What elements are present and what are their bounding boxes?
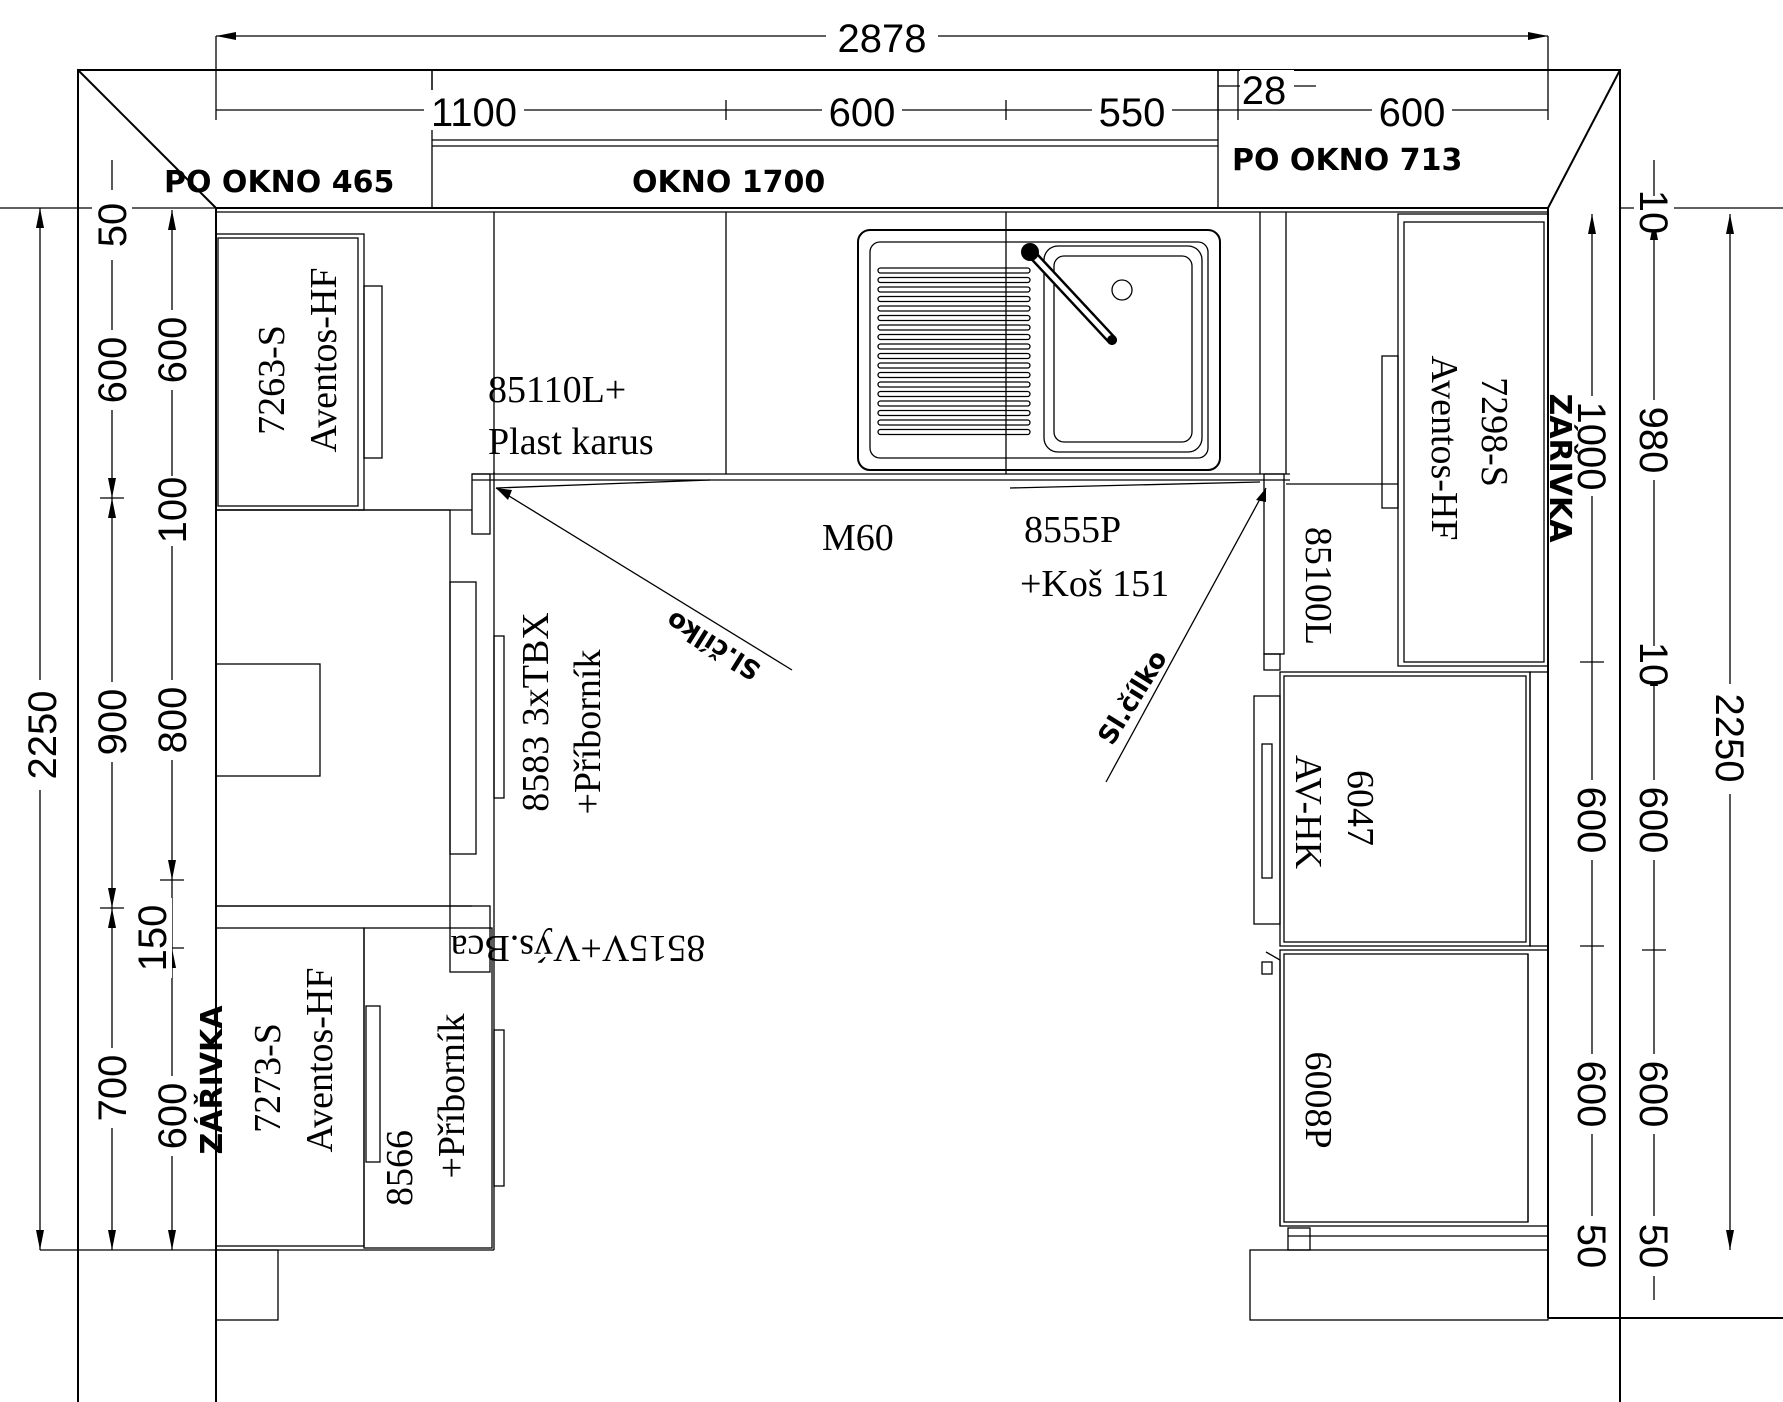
sink-ridge (877, 333, 1031, 341)
label-7298-line2: Aventos-HF (1423, 355, 1465, 540)
dim-100-left: 100 (151, 477, 195, 544)
label-8555-line2: +Koš 151 (1020, 563, 1169, 605)
label-zarivka-right: ZÁŘIVKA (1542, 394, 1578, 544)
dim-28: 28 (1242, 69, 1287, 113)
label-8566-line1: 8566 (379, 1130, 421, 1206)
label-zarivka-left: ZÁŘIVKA (194, 1005, 230, 1155)
label-6047-line2: AV-HK (1287, 755, 1329, 870)
sink-ridge (877, 305, 1031, 312)
left-dimensions (0, 160, 216, 1251)
dim-2250-right: 2250 (1707, 694, 1751, 783)
leader-right (1105, 487, 1267, 783)
sink-ridge (877, 343, 1031, 350)
label-m60: M60 (822, 517, 894, 559)
dim-600-right-b: 600 (1631, 787, 1675, 854)
dim-50-right-a: 50 (1569, 1224, 1613, 1269)
label-85110-line1: 85110L+ (488, 369, 626, 411)
label-8566-line2: +Příborník (431, 1014, 473, 1179)
dim-50-left: 50 (91, 203, 135, 248)
dim-600-right-a: 600 (1569, 787, 1613, 854)
label-6008: 6008P (1297, 1051, 1339, 1148)
label-6047-line1: 6047 (1339, 770, 1381, 846)
dim-980-right: 980 (1631, 407, 1675, 474)
label-8515: 8515V+Výs.Bca (451, 927, 706, 969)
sink-ridge (877, 324, 1031, 331)
window-po-okno-713: PO OKNO 713 (1232, 143, 1462, 178)
dim-1100: 1100 (431, 91, 517, 135)
dim-800-left: 800 (151, 687, 195, 754)
label-8583-line1: 8583 3xTBX (515, 612, 557, 812)
dim-600-left-b: 600 (151, 317, 195, 384)
window-okno-1700: OKNO 1700 (632, 165, 825, 200)
label-7273-line1: 7273-S (247, 1023, 289, 1133)
window-po-okno-465: PO OKNO 465 (164, 165, 394, 200)
dim-2250-left: 2250 (21, 691, 65, 780)
sink-ridge (877, 390, 1031, 398)
leader-left (495, 487, 793, 671)
sink-ridge (877, 400, 1031, 407)
dim-700-left: 700 (91, 1055, 135, 1122)
dim-600-right-d: 600 (1631, 1061, 1675, 1128)
sink (857, 229, 1221, 471)
top-dimensions: 2878 1100 600 550 28 600 (215, 16, 1549, 135)
sink-ridge (877, 371, 1031, 379)
right-cabinets (1253, 213, 1549, 1251)
sink-ridge (877, 409, 1031, 417)
left-cabinets (215, 233, 505, 1251)
top-counter (216, 211, 1548, 489)
sink-ridge (877, 286, 1031, 293)
label-7298-line1: 7298-S (1473, 377, 1515, 487)
dim-1000-right: 1000 (1569, 402, 1613, 491)
label-85100: 85100L (1297, 527, 1339, 645)
sink-ridge (877, 419, 1031, 426)
dim-2878: 2878 (838, 17, 927, 61)
sink-ridge (877, 314, 1031, 322)
dim-900-left: 900 (91, 689, 135, 756)
sink-ridge (877, 295, 1031, 303)
dim-600-left-a: 600 (91, 337, 135, 404)
label-8555-line1: 8555P (1024, 509, 1121, 551)
label-7273-line2: Aventos-HF (299, 967, 341, 1152)
right-dimensions (1572, 160, 1750, 1300)
dim-600-top-b: 600 (1379, 91, 1446, 135)
dim-10-right-b: 10 (1631, 642, 1675, 687)
dim-550: 550 (1099, 91, 1166, 135)
sink-ridge (877, 362, 1031, 369)
sink-ridge (877, 381, 1031, 388)
label-7263-line1: 7263-S (251, 325, 293, 435)
label-85110-line2: Plast karus (488, 421, 654, 463)
sink-ridge (877, 276, 1031, 284)
sink-ridge (877, 428, 1031, 436)
sink-ridge (877, 352, 1031, 360)
dim-600-left-c: 600 (151, 1083, 195, 1150)
label-slcilko-right: Sl.čílko (1093, 645, 1174, 750)
dim-600-top-a: 600 (829, 91, 896, 135)
sink-ridge (877, 267, 1031, 274)
dim-50-right-b: 50 (1631, 1224, 1675, 1269)
dim-600-right-c: 600 (1569, 1061, 1613, 1128)
label-8583-line2: +Příborník (567, 650, 609, 815)
dim-150-left: 150 (131, 905, 175, 972)
label-7263-line2: Aventos-HF (303, 267, 345, 452)
dim-10-right-a: 10 (1631, 190, 1675, 235)
